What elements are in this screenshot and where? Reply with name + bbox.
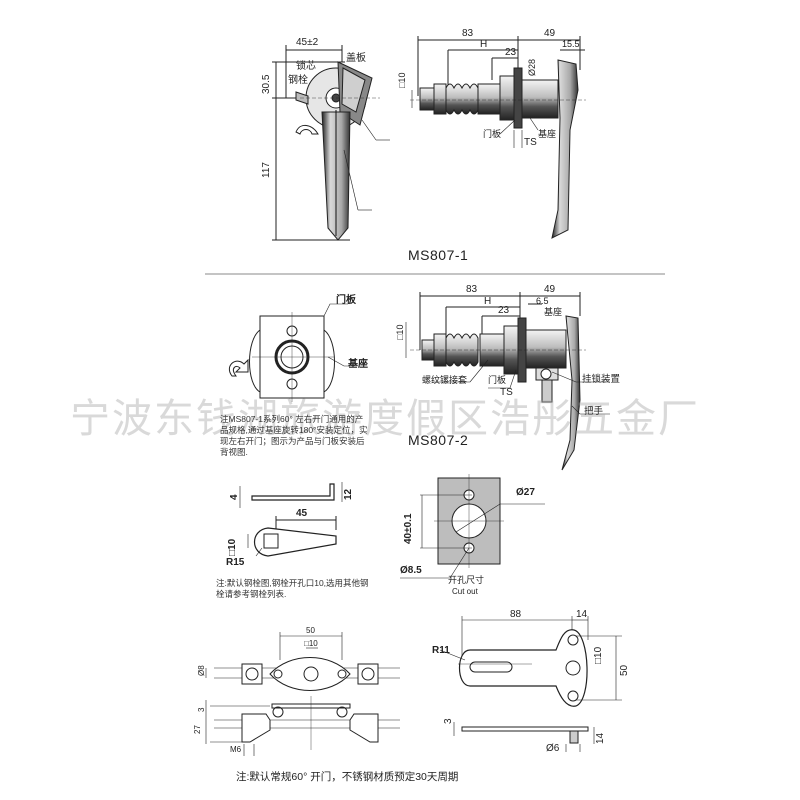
model-ms807-2: MS807-2 bbox=[408, 432, 469, 448]
dim-width-45: 45±2 bbox=[296, 37, 319, 48]
dim-R11: R11 bbox=[432, 645, 450, 656]
dim-phi27: Ø27 bbox=[516, 487, 535, 498]
dim-15-5: 15.5 bbox=[562, 39, 580, 49]
cam-drawing bbox=[239, 482, 343, 557]
dim-50: 50 bbox=[306, 626, 315, 635]
label-cover-plate: 盖板 bbox=[346, 53, 366, 64]
label-door-panel-side: 门板 bbox=[488, 375, 507, 385]
dim-height-117: 117 bbox=[261, 162, 272, 178]
dim-sq10: □10 bbox=[227, 538, 238, 556]
label-door-panel: 门板 bbox=[483, 129, 502, 139]
dim-phi8: Ø8 bbox=[197, 665, 206, 676]
dim-sq10: □10 bbox=[397, 72, 407, 88]
label-base: 基座 bbox=[348, 359, 368, 370]
dim-27: 27 bbox=[193, 725, 202, 734]
dim-sq10: □10 bbox=[395, 324, 405, 340]
dim-49: 49 bbox=[544, 28, 556, 39]
ms807-1-front-view bbox=[272, 45, 390, 241]
label-handle: 把手 bbox=[584, 406, 604, 417]
dim-4: 4 bbox=[229, 494, 240, 500]
dim-length-83: 83 bbox=[462, 28, 474, 39]
dim-88: 88 bbox=[510, 609, 522, 620]
dim-M6: M6 bbox=[230, 745, 242, 754]
rod-linkage-drawing bbox=[205, 632, 400, 756]
label-padlock-device: 挂锁装置 bbox=[582, 374, 621, 385]
label-thread-sleeve: 螺纹镙接套 bbox=[422, 375, 468, 385]
label-base: 基座 bbox=[538, 129, 557, 139]
dim-sq10: □10 bbox=[304, 639, 318, 648]
ms807-1-side-view bbox=[410, 36, 586, 239]
dim-phi6: Ø6 bbox=[546, 743, 560, 754]
model-ms807-1: MS807-1 bbox=[408, 247, 469, 263]
dim-3: 3 bbox=[197, 707, 206, 712]
ms807-2-back-view bbox=[228, 303, 350, 402]
footer-note: 注:默认常规60° 开门，不锈钢材质预定30天周期 bbox=[236, 771, 459, 783]
dim-6-5: 6.5 bbox=[536, 296, 549, 306]
dim-H: H bbox=[480, 39, 488, 50]
label-ts: TS bbox=[500, 387, 513, 398]
label-ts: TS bbox=[524, 137, 537, 148]
t-bracket-drawing bbox=[439, 616, 622, 752]
dim-height-30-5: 30.5 bbox=[261, 74, 272, 94]
dim-length-83: 83 bbox=[466, 284, 478, 295]
dim-phi28: Ø28 bbox=[527, 58, 537, 76]
dim-49: 49 bbox=[544, 284, 556, 295]
dim-3: 3 bbox=[443, 718, 454, 724]
cutout-drawing bbox=[400, 474, 545, 579]
label-door-panel: 门板 bbox=[336, 295, 356, 306]
dim-R15: R15 bbox=[226, 557, 245, 568]
dim-50: 50 bbox=[619, 664, 630, 676]
watermark: 宁波东钱湖旅游度假区浩彤五金厂 bbox=[70, 396, 700, 442]
cutout-label-en: Cut out bbox=[452, 587, 478, 596]
installation-note: 注MS807-1系列60° 左右开门通用的产品规格,通过基座旋转180°安装定位… bbox=[220, 414, 368, 457]
dim-H: H bbox=[484, 296, 492, 307]
dim-14-side: 14 bbox=[595, 732, 606, 744]
ms807-2-side-view bbox=[405, 292, 610, 471]
dim-12: 12 bbox=[343, 488, 354, 500]
dim-phi8-5: Ø8.5 bbox=[400, 565, 422, 576]
dim-23: 23 bbox=[505, 47, 517, 58]
label-base-side: 基座 bbox=[544, 307, 563, 317]
dim-14-top: 14 bbox=[576, 609, 588, 620]
dim-sq10: □10 bbox=[593, 646, 604, 664]
label-lock-core: 锁芯 bbox=[296, 61, 316, 72]
dim-40: 40±0.1 bbox=[403, 513, 414, 544]
label-steel-bolt: 钢栓 bbox=[288, 75, 308, 86]
cutout-label-cn: 开孔尺寸 bbox=[448, 575, 485, 585]
dim-23: 23 bbox=[498, 305, 510, 316]
cam-note: 注:默认钢栓图,钢栓开孔口10,选用其他钢栓请参考钢栓列表. bbox=[216, 578, 369, 599]
dim-45: 45 bbox=[296, 508, 308, 519]
